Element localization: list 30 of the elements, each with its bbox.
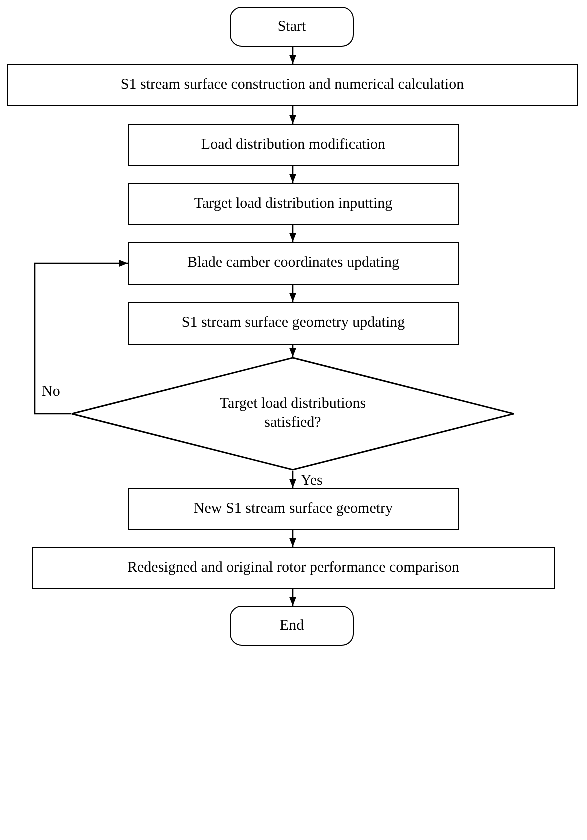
arrow [34, 260, 128, 415]
process-box [128, 488, 459, 530]
arrow [289, 471, 297, 488]
node-text: Target load distributions satisfied? [218, 395, 368, 433]
arrow [289, 589, 297, 606]
node-text: Start [278, 18, 306, 36]
arrow [289, 166, 297, 183]
process-box [128, 302, 459, 345]
terminal-box [230, 7, 354, 47]
node-text: S1 stream surface construction and numerical calculation [120, 76, 464, 94]
process-box [7, 64, 578, 106]
decision-diamond [71, 357, 515, 471]
node-text: New S1 stream surface geometry [194, 500, 394, 518]
node-text: S1 stream surface geometry updating [182, 314, 406, 333]
node-text: End [280, 616, 304, 636]
node-text: Load distribution modification [201, 136, 386, 154]
process-box [128, 242, 459, 285]
arrow [289, 106, 297, 124]
node-text: Blade camber coordinates updating [187, 254, 400, 273]
node-text: Redesigned and original rotor performance comparison [128, 558, 460, 578]
process-box [128, 124, 459, 166]
arrow [289, 225, 297, 242]
arrow [289, 345, 297, 357]
terminal-box [230, 606, 354, 646]
arrow [289, 47, 297, 64]
arrow [289, 530, 297, 547]
process-box [128, 183, 459, 225]
arrow [289, 285, 297, 302]
node-text: Target load distribution inputting [194, 194, 393, 214]
process-box [32, 547, 555, 589]
